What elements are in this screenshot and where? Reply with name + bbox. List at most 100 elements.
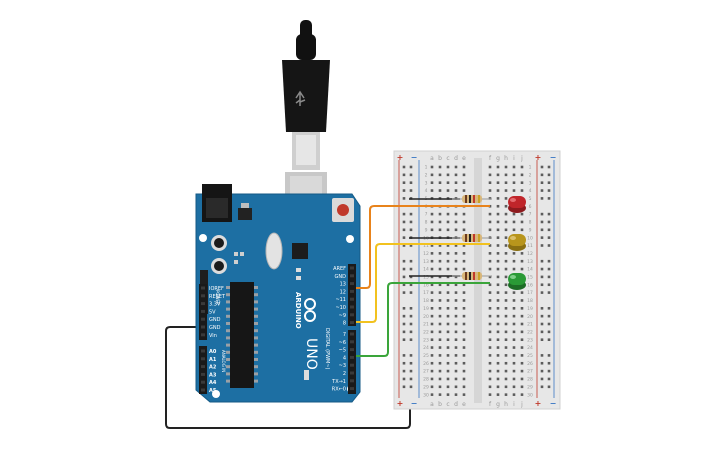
breadboard-hole[interactable]: [496, 307, 500, 310]
breadboard-hole[interactable]: [504, 228, 508, 232]
breadboard-hole[interactable]: [454, 259, 458, 263]
breadboard-hole[interactable]: [438, 393, 442, 396]
breadboard-hole[interactable]: [504, 244, 508, 247]
breadboard-hole[interactable]: [512, 212, 516, 216]
breadboard-hole[interactable]: [488, 197, 492, 200]
breadboard-hole[interactable]: [430, 393, 434, 396]
breadboard-hole[interactable]: [454, 267, 458, 271]
breadboard-hole[interactable]: [430, 361, 434, 365]
rail-hole[interactable]: [402, 220, 406, 224]
breadboard-hole[interactable]: [430, 338, 434, 341]
rail-hole[interactable]: [402, 267, 406, 271]
breadboard-hole[interactable]: [462, 346, 466, 349]
breadboard-hole[interactable]: [520, 338, 524, 341]
breadboard-hole[interactable]: [430, 377, 434, 381]
rail-hole[interactable]: [540, 314, 544, 318]
breadboard-hole[interactable]: [454, 338, 458, 341]
breadboard-hole[interactable]: [446, 385, 450, 389]
breadboard-hole[interactable]: [512, 393, 516, 396]
breadboard-hole[interactable]: [454, 346, 458, 349]
breadboard-hole[interactable]: [504, 236, 508, 239]
rail-hole[interactable]: [409, 189, 413, 192]
breadboard-hole[interactable]: [512, 330, 516, 334]
header-pin[interactable]: [201, 309, 205, 313]
breadboard-hole[interactable]: [496, 244, 500, 247]
breadboard-hole[interactable]: [520, 228, 524, 232]
breadboard-hole[interactable]: [430, 346, 434, 349]
rail-hole[interactable]: [402, 228, 406, 232]
breadboard-hole[interactable]: [446, 181, 450, 184]
breadboard-hole[interactable]: [504, 212, 508, 216]
breadboard-hole[interactable]: [462, 354, 466, 357]
breadboard-hole[interactable]: [446, 291, 450, 294]
breadboard-hole[interactable]: [504, 393, 508, 396]
breadboard-hole[interactable]: [454, 212, 458, 216]
breadboard-hole[interactable]: [430, 212, 434, 216]
header-pin[interactable]: [350, 332, 354, 336]
rail-hole[interactable]: [540, 385, 544, 389]
breadboard-hole[interactable]: [430, 181, 434, 184]
breadboard-hole[interactable]: [520, 181, 524, 184]
rail-hole[interactable]: [409, 330, 413, 334]
rail-hole[interactable]: [402, 291, 406, 294]
rail-hole[interactable]: [547, 181, 551, 184]
breadboard-hole[interactable]: [512, 307, 516, 310]
breadboard-hole[interactable]: [488, 228, 492, 232]
header-pin[interactable]: [350, 297, 354, 301]
rail-hole[interactable]: [402, 181, 406, 184]
header-pin[interactable]: [350, 282, 354, 286]
breadboard-hole[interactable]: [512, 385, 516, 389]
breadboard-hole[interactable]: [512, 173, 516, 177]
rail-hole[interactable]: [402, 330, 406, 334]
breadboard-hole[interactable]: [512, 252, 516, 255]
breadboard-hole[interactable]: [446, 283, 450, 287]
rail-hole[interactable]: [547, 307, 551, 310]
rail-hole[interactable]: [540, 330, 544, 334]
rail-hole[interactable]: [402, 322, 406, 326]
breadboard-hole[interactable]: [496, 322, 500, 326]
rail-hole[interactable]: [540, 228, 544, 232]
breadboard-hole[interactable]: [438, 322, 442, 326]
rail-hole[interactable]: [540, 212, 544, 216]
breadboard-hole[interactable]: [430, 228, 434, 232]
rail-hole[interactable]: [409, 314, 413, 318]
breadboard-hole[interactable]: [438, 244, 442, 247]
breadboard-hole[interactable]: [430, 322, 434, 326]
breadboard-hole[interactable]: [496, 393, 500, 396]
breadboard-hole[interactable]: [438, 385, 442, 389]
reset-button[interactable]: [332, 198, 354, 222]
rail-hole[interactable]: [547, 173, 551, 177]
rail-hole[interactable]: [409, 220, 413, 224]
breadboard-hole[interactable]: [520, 377, 524, 381]
breadboard-hole[interactable]: [496, 236, 500, 239]
breadboard-hole[interactable]: [488, 354, 492, 357]
breadboard-hole[interactable]: [496, 212, 500, 216]
rail-hole[interactable]: [402, 314, 406, 318]
rail-hole[interactable]: [402, 244, 406, 247]
rail-hole[interactable]: [409, 181, 413, 184]
rail-hole[interactable]: [547, 361, 551, 365]
breadboard-hole[interactable]: [512, 220, 516, 224]
breadboard-hole[interactable]: [454, 377, 458, 381]
breadboard-hole[interactable]: [488, 173, 492, 177]
breadboard-hole[interactable]: [454, 322, 458, 326]
rail-hole[interactable]: [547, 314, 551, 318]
breadboard-hole[interactable]: [430, 275, 434, 279]
breadboard-hole[interactable]: [512, 314, 516, 318]
header-pin[interactable]: [350, 289, 354, 293]
breadboard-hole[interactable]: [446, 165, 450, 169]
breadboard-hole[interactable]: [520, 252, 524, 255]
rail-hole[interactable]: [402, 212, 406, 216]
breadboard-hole[interactable]: [504, 204, 508, 208]
breadboard-hole[interactable]: [504, 361, 508, 365]
breadboard-hole[interactable]: [512, 299, 516, 302]
breadboard-hole[interactable]: [520, 361, 524, 365]
breadboard-hole[interactable]: [488, 259, 492, 263]
rail-hole[interactable]: [402, 189, 406, 192]
rail-hole[interactable]: [540, 244, 544, 247]
breadboard-hole[interactable]: [438, 189, 442, 192]
rail-hole[interactable]: [547, 377, 551, 381]
breadboard-hole[interactable]: [520, 212, 524, 216]
breadboard-hole[interactable]: [496, 346, 500, 349]
rail-hole[interactable]: [540, 220, 544, 224]
